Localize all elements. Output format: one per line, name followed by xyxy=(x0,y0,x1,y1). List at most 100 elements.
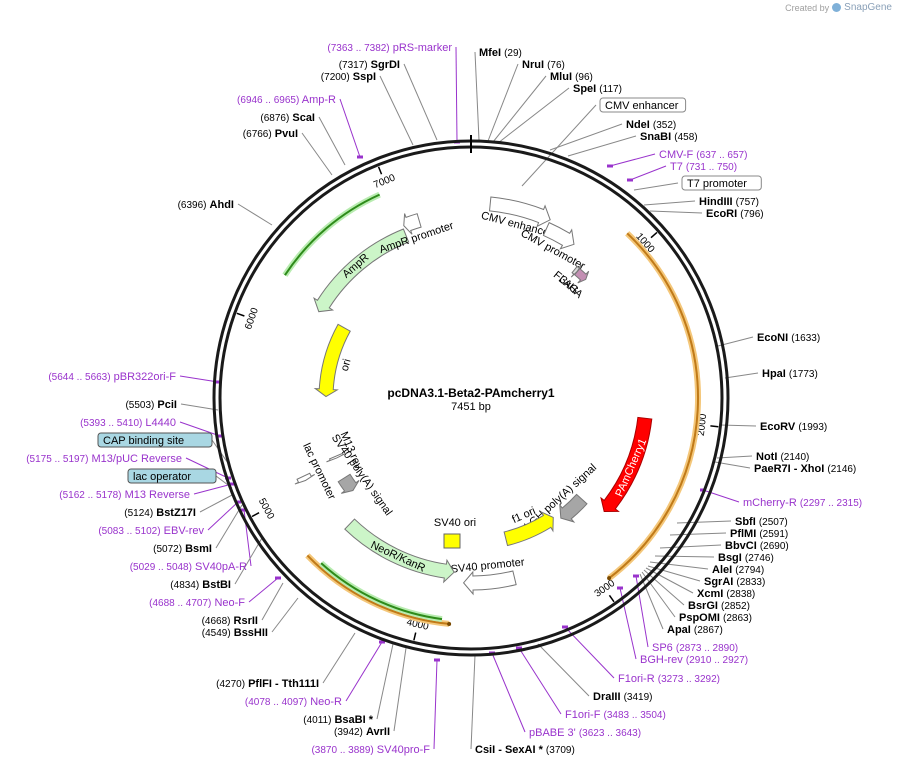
label-position: (2833) xyxy=(736,577,765,588)
map-label: BsgI (2746) xyxy=(718,552,774,564)
map-label: SP6 (2873 .. 2890) xyxy=(652,642,738,654)
label-connector xyxy=(237,203,273,226)
label-position: (5072) xyxy=(153,544,182,555)
label-position: (6396) xyxy=(178,200,207,211)
map-label: BGH-rev (2910 .. 2927) xyxy=(640,654,748,666)
label-connector xyxy=(639,573,664,630)
label-connector xyxy=(564,626,615,679)
tick-mark xyxy=(413,632,417,641)
label-name: PspOMI xyxy=(679,612,720,624)
label-name: EcoRI xyxy=(706,208,737,220)
label-position: (2838) xyxy=(726,589,755,600)
label-connector xyxy=(318,116,346,166)
label-position: (2690) xyxy=(760,541,789,552)
label-position: (731 .. 750) xyxy=(686,162,737,173)
label-connector xyxy=(179,421,221,437)
regulatory-callout-label: CAP binding site xyxy=(103,435,184,447)
regulatory-callout-box xyxy=(97,432,213,448)
label-name: MfeI xyxy=(479,47,501,59)
map-label: EcoRV (1993) xyxy=(760,421,827,433)
map-label: PaeR7I - XhoI (2146) xyxy=(754,463,856,475)
map-label: (3942) AvrII xyxy=(334,726,390,738)
feature-callout-box xyxy=(599,97,687,113)
label-position: (637 .. 657) xyxy=(696,150,747,161)
label-name: SP6 xyxy=(652,642,673,654)
label-position: (5644 .. 5663) xyxy=(48,372,110,383)
primer-mark xyxy=(217,434,223,438)
snapgene-logo-icon xyxy=(832,3,842,12)
label-position: (3483 .. 3504) xyxy=(604,710,666,721)
label-position: (29) xyxy=(504,48,522,59)
label-connector xyxy=(549,123,623,151)
map-label: SpeI (117) xyxy=(573,83,622,95)
label-connector xyxy=(403,63,438,141)
label-position: (117) xyxy=(599,84,622,95)
label-connector xyxy=(716,455,753,459)
tick-mark xyxy=(710,425,719,428)
label-name: SV40pA-R xyxy=(195,561,247,573)
feature-arrow xyxy=(313,228,410,313)
label-position: (5393 .. 5410) xyxy=(80,418,142,429)
label-name: SspI xyxy=(353,71,376,83)
label-connector xyxy=(180,403,219,411)
label-position: (76) xyxy=(547,60,565,71)
feature-arrow xyxy=(313,323,351,398)
label-position: (2873 .. 2890) xyxy=(676,643,738,654)
label-connector xyxy=(521,104,597,187)
orf-arc-glow xyxy=(607,231,702,581)
label-position: (2140) xyxy=(780,452,809,463)
map-label: (4668) RsrII xyxy=(202,615,258,627)
label-name: AleI xyxy=(712,564,732,576)
feature-arrow xyxy=(326,452,347,463)
label-name: AhdI xyxy=(210,199,234,211)
label-connector xyxy=(497,87,570,144)
map-label: F1ori-R (3273 .. 3292) xyxy=(618,673,720,685)
label-name: EcoRV xyxy=(760,421,796,433)
label-name: M13 Reverse xyxy=(125,489,190,501)
label-name: CMV-F xyxy=(659,149,694,161)
feature-label: PAmCherry1 xyxy=(613,437,649,499)
label-connector xyxy=(641,571,676,618)
primer-mark xyxy=(275,576,281,580)
label-connector xyxy=(376,643,394,720)
label-name: L4440 xyxy=(145,417,176,429)
label-name: BsaBI * xyxy=(334,714,373,726)
label-connector xyxy=(301,132,333,176)
map-label: pBABE 3' (3623 .. 3643) xyxy=(529,727,641,739)
label-connector xyxy=(633,182,679,191)
snapgene-credit: Created by SnapGene xyxy=(785,2,892,13)
label-name: DraIII xyxy=(593,691,621,703)
map-label: EcoRI (796) xyxy=(706,208,764,220)
label-position: (7200) xyxy=(321,72,350,83)
label-name: SbfI xyxy=(735,516,756,528)
label-connector xyxy=(643,569,685,606)
map-label: XcmI (2838) xyxy=(697,588,755,600)
label-position: (2867) xyxy=(694,625,723,636)
map-label: (6766) PvuI xyxy=(243,128,298,140)
label-position: (3419) xyxy=(624,692,653,703)
primer-mark xyxy=(215,380,221,384)
label-position: (4834) xyxy=(170,580,199,591)
map-label: MluI (96) xyxy=(550,71,593,83)
label-name: XcmI xyxy=(697,588,723,600)
label-position: (5124) xyxy=(124,508,153,519)
credit-prefix: Created by xyxy=(785,2,830,13)
label-position: (4688 .. 4707) xyxy=(149,598,211,609)
label-name: HindIII xyxy=(699,196,733,208)
site-labels: (7363 .. 7382) pRS-marker(7317) SgrDI(72… xyxy=(26,42,862,756)
label-position: (6946 .. 6965) xyxy=(237,95,299,106)
feature-arrow xyxy=(462,570,517,596)
primer-mark xyxy=(434,658,440,662)
map-label: (4688 .. 4707) Neo-F xyxy=(149,597,245,609)
map-label: AleI (2794) xyxy=(712,564,764,576)
map-label: (5124) BstZ17I xyxy=(124,507,196,519)
primer-mark xyxy=(379,640,385,644)
label-position: (2910 .. 2927) xyxy=(686,655,748,666)
label-connector xyxy=(345,641,383,702)
label-name: Amp-R xyxy=(302,94,336,106)
feature-sv40-ori xyxy=(443,533,461,549)
map-label: NotI (2140) xyxy=(756,451,809,463)
map-label: NruI (76) xyxy=(522,59,565,71)
label-name: MluI xyxy=(550,71,572,83)
label-position: (352) xyxy=(653,120,676,131)
